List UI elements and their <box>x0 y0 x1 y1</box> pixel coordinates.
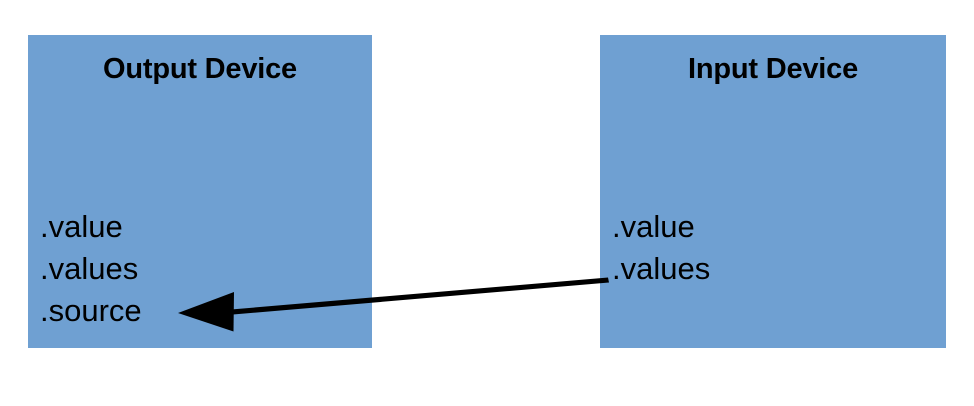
output-device-title: Output Device <box>103 53 297 85</box>
input-property-value: .value <box>612 209 695 244</box>
input-device-box[interactable]: Input Device .value .values <box>600 35 946 348</box>
input-device-property-list: .value .values <box>612 206 710 290</box>
input-device-title: Input Device <box>687 53 859 85</box>
output-property-values: .values <box>40 251 139 286</box>
output-property-value: .value <box>40 209 123 244</box>
output-device-property-list: .value .values .source <box>40 206 142 332</box>
output-property-source: .source <box>40 293 142 328</box>
input-property-values: .values <box>612 251 711 286</box>
output-device-box[interactable]: Output Device .value .values .source <box>28 35 372 348</box>
